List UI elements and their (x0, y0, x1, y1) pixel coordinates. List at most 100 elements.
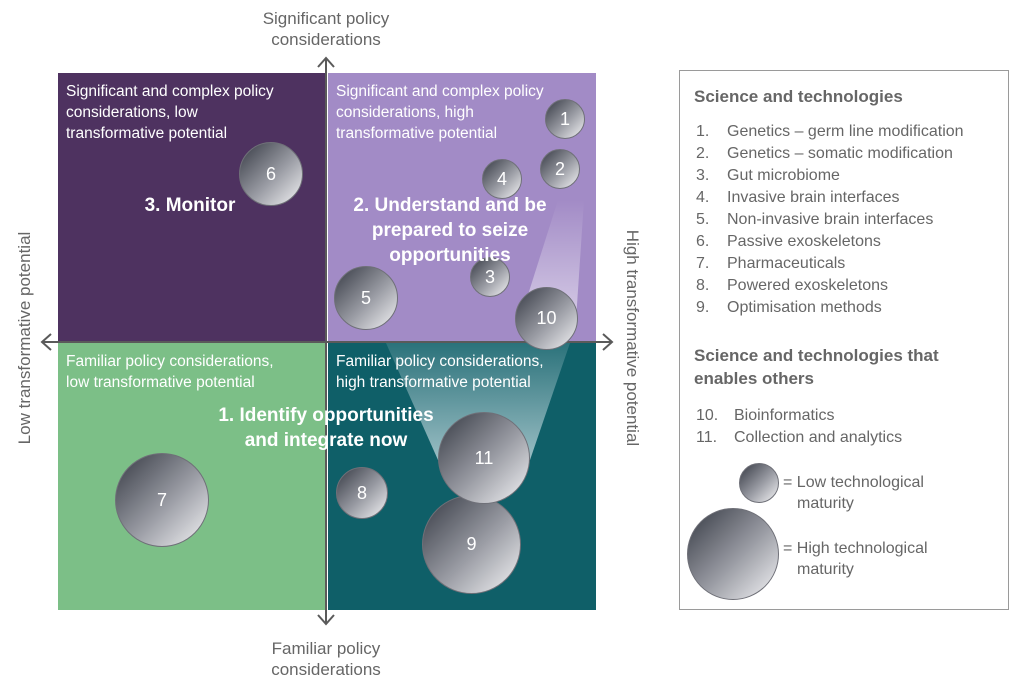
legend-item: 11. Collection and analytics (696, 428, 902, 448)
axis-label-right: High transformative potential (623, 229, 642, 447)
beam-11 (386, 343, 570, 460)
quadrant-label-top-right: Significant and complex policy considera… (336, 81, 544, 144)
legend-num: 4. (696, 189, 710, 206)
action-line: prepared to seize (371, 220, 529, 241)
legend-item: 8. Powered exoskeletons (696, 276, 888, 296)
legend-num: 1. (696, 123, 710, 140)
arrow-right-icon (602, 333, 614, 351)
bubble-label: 5 (360, 287, 371, 308)
axis-bottom-line1: Familiar policy (271, 639, 381, 658)
legend-heading-enablers: Science and technologies that enables ot… (694, 344, 939, 390)
legend-label: Genetics – germ line modification (727, 123, 964, 140)
label-line: Significant and complex policy (336, 83, 544, 100)
bubble-10: 10 (515, 287, 578, 350)
label-line: considerations, high (336, 104, 474, 121)
action-line: 2. Understand and be (353, 195, 547, 216)
axis-label-top: Significant policy considerations (226, 8, 426, 50)
legend-label: Invasive brain interfaces (727, 189, 900, 206)
legend-label: Bioinformatics (734, 407, 835, 424)
legend-item: 2. Genetics – somatic modification (696, 144, 953, 164)
legend-label: Gut microbiome (727, 167, 840, 184)
legend-num: 8. (696, 277, 710, 294)
action-monitor: 3. Monitor (144, 195, 236, 216)
label-line: Familiar policy considerations, (336, 353, 544, 370)
bubble-label: 10 (536, 308, 557, 328)
legend-label: Pharmaceuticals (727, 255, 846, 272)
bubble-label: 3 (484, 266, 495, 287)
legend-num: 11. (696, 429, 718, 446)
legend-label: Passive exoskeletons (727, 233, 881, 250)
axis-top-line2: considerations (271, 30, 381, 49)
bubble-label: 11 (474, 447, 494, 468)
axis-top-line1: Significant policy (262, 9, 390, 28)
heading-line: Science and technologies that (694, 346, 939, 365)
bubble-5: 5 (334, 266, 398, 330)
bubble-2: 2 (540, 149, 580, 189)
legend-item: 1. Genetics – germ line modification (696, 122, 964, 142)
bubble-label: 8 (356, 482, 367, 503)
bubble-label: 2 (554, 158, 565, 179)
legend-item: 4. Invasive brain interfaces (696, 188, 900, 208)
quadrant-monitor (58, 73, 326, 341)
legend-label: Non-invasive brain interfaces (727, 211, 934, 228)
quadrant-label-bottom-left: Familiar policy considerations, low tran… (66, 351, 274, 393)
heading-line: enables others (694, 369, 814, 388)
legend-bubble-low-maturity (739, 463, 779, 503)
legend-num: 3. (696, 167, 710, 184)
legend-item: 10. Bioinformatics (696, 406, 834, 426)
action-identify: 1. Identify opportunities and integrate … (186, 403, 466, 453)
axis-bottom-line2: considerations (271, 660, 381, 679)
legend-bubble-high-maturity (687, 508, 779, 600)
legend-label: Powered exoskeletons (727, 277, 888, 294)
legend-num: 2. (696, 145, 710, 162)
arrow-up-icon (317, 56, 335, 68)
action-understand: 2. Understand and be prepared to seize o… (330, 193, 570, 268)
label-line: Familiar policy considerations, (66, 353, 274, 370)
bubble-8: 8 (336, 467, 388, 519)
bubble-6: 6 (239, 142, 303, 206)
bubble-label: 7 (156, 489, 167, 510)
bubble-label: 1 (559, 108, 570, 129)
legend-label: Optimisation methods (727, 299, 882, 316)
arrow-down-icon (317, 614, 335, 626)
action-line: opportunities (389, 245, 511, 266)
legend-num: 5. (696, 211, 710, 228)
legend-item: 6.Passive exoskeletons (696, 232, 881, 252)
size-line: = High technological (783, 540, 928, 557)
action-line: 1. Identify opportunities (218, 405, 434, 426)
legend-low-maturity-text: = Low technological maturity (783, 472, 924, 514)
axis-label-bottom: Familiar policy considerations (226, 638, 426, 680)
legend-item: 5. Non-invasive brain interfaces (696, 210, 933, 230)
size-line: maturity (797, 495, 854, 512)
label-line: Significant and complex policy (66, 83, 274, 100)
legend-item: 7. Pharmaceuticals (696, 254, 845, 274)
arrow-left-icon (40, 333, 52, 351)
bubble-11: 11 (438, 412, 530, 504)
legend-num: 7. (696, 255, 710, 272)
legend-item: 3. Gut microbiome (696, 166, 840, 186)
legend-num: 9. (696, 299, 710, 316)
size-line: = Low technological (783, 474, 924, 491)
bubble-label: 4 (496, 168, 507, 189)
legend-label: Collection and analytics (734, 429, 903, 446)
legend-high-maturity-text: = High technological maturity (783, 538, 928, 580)
quadrant-label-top-left: Significant and complex policy considera… (66, 81, 274, 144)
legend-label: Genetics – somatic modification (727, 145, 953, 162)
bubble-label: 9 (466, 534, 477, 554)
label-line: transformative potential (66, 125, 228, 142)
size-line: maturity (797, 561, 854, 578)
quadrant-label-bottom-right: Familiar policy considerations, high tra… (336, 351, 544, 393)
bubble-label: 6 (265, 163, 276, 184)
legend-num: 10. (696, 407, 719, 424)
bubble-3: 3 (470, 257, 510, 297)
label-line: transformative potential (336, 125, 498, 142)
bubble-4: 4 (482, 159, 522, 199)
bubble-1: 1 (545, 99, 585, 139)
bubble-9: 9 (422, 495, 521, 594)
legend-item: 9. Optimisation methods (696, 298, 882, 318)
legend-heading-technologies: Science and technologies (694, 87, 903, 106)
label-line: considerations, low (66, 104, 198, 121)
action-line: and integrate now (244, 430, 408, 451)
bubble-7: 7 (115, 453, 209, 547)
label-line: low transformative potential (66, 374, 255, 391)
